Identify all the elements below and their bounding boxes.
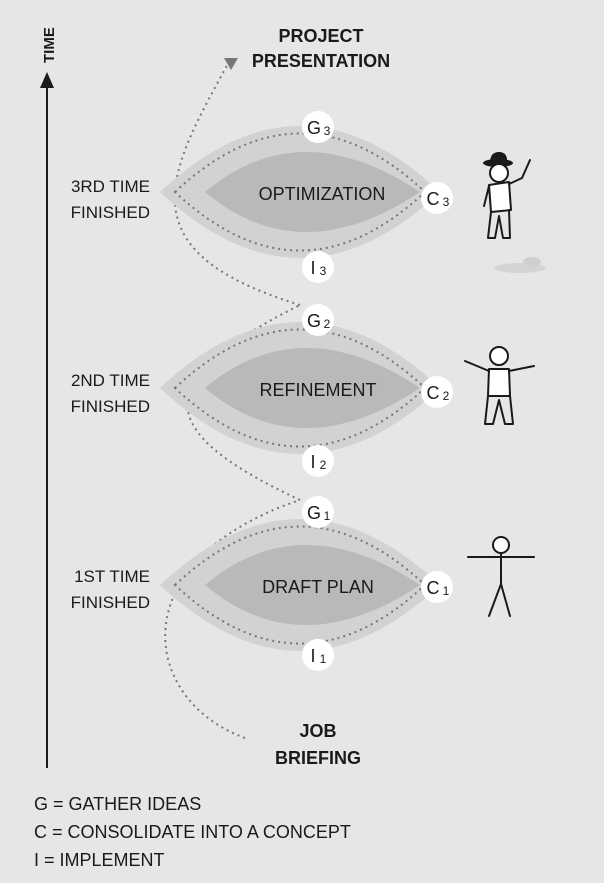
cycle-2-status-line1: 2ND TIME <box>71 371 150 390</box>
svg-text:G: G <box>307 503 321 523</box>
svg-text:2: 2 <box>324 317 331 331</box>
legend-g: G = GATHER IDEAS <box>34 794 201 814</box>
project-presentation-label-line2: PRESENTATION <box>252 51 390 71</box>
svg-text:C: C <box>427 383 440 403</box>
i3-badge: I 3 <box>302 251 334 283</box>
c2-badge: C 2 <box>421 376 453 408</box>
stick-figure-icon <box>467 536 535 617</box>
svg-text:C: C <box>427 578 440 598</box>
svg-text:3: 3 <box>320 264 327 278</box>
svg-text:2: 2 <box>320 458 327 472</box>
svg-text:G: G <box>307 118 321 138</box>
c3-badge: C 3 <box>421 182 453 214</box>
svg-text:3: 3 <box>324 124 331 138</box>
path-arrowhead <box>224 58 238 70</box>
cycle-1: DRAFT PLAN 1ST TIME FINISHED G 1 C 1 I 1 <box>71 496 453 671</box>
cycle-2-status-line2: FINISHED <box>71 397 150 416</box>
project-presentation-label-line1: PROJECT <box>278 26 363 46</box>
g3-badge: G 3 <box>302 111 334 143</box>
svg-text:I: I <box>310 646 315 666</box>
cycle-2-inner-lens <box>205 348 420 428</box>
svg-text:G: G <box>307 311 321 331</box>
legend-c: C = CONSOLIDATE INTO A CONCEPT <box>34 822 351 842</box>
svg-text:1: 1 <box>324 509 331 523</box>
cycle-3-status-line2: FINISHED <box>71 203 150 222</box>
svg-text:3: 3 <box>443 195 450 209</box>
legend-i: I = IMPLEMENT <box>34 850 165 870</box>
job-briefing-label-line1: JOB <box>299 721 336 741</box>
svg-text:1: 1 <box>443 584 450 598</box>
cycle-1-phase: DRAFT PLAN <box>262 577 374 597</box>
cycle-1-inner-lens <box>205 545 420 625</box>
i1-badge: I 1 <box>302 639 334 671</box>
cycle-2-phase: REFINEMENT <box>260 380 377 400</box>
svg-text:C: C <box>427 189 440 209</box>
progress-path <box>164 59 301 739</box>
svg-text:1: 1 <box>320 652 327 666</box>
cycle-2: REFINEMENT 2ND TIME FINISHED G 2 C 2 I 2 <box>71 304 453 477</box>
i2-badge: I 2 <box>302 445 334 477</box>
cycle-3-phase: OPTIMIZATION <box>259 184 386 204</box>
cycle-3-inner-lens <box>205 152 420 232</box>
cycle-1-status-line1: 1ST TIME <box>74 567 150 586</box>
time-axis-arrowhead <box>40 72 54 88</box>
c1-badge: C 1 <box>421 571 453 603</box>
svg-text:I: I <box>310 452 315 472</box>
g1-badge: G 1 <box>302 496 334 528</box>
person-arms-out-icon <box>464 346 535 425</box>
cycle-1-status-line2: FINISHED <box>71 593 150 612</box>
cycle-3: OPTIMIZATION 3RD TIME FINISHED G 3 C 3 I… <box>71 111 453 283</box>
cycle-3-status-line1: 3RD TIME <box>71 177 150 196</box>
job-briefing-label-line2: BRIEFING <box>275 748 361 768</box>
svg-text:I: I <box>310 258 315 278</box>
svg-text:2: 2 <box>443 389 450 403</box>
time-axis-label: TIME <box>41 27 58 63</box>
g2-badge: G 2 <box>302 304 334 336</box>
person-with-hat-icon <box>483 152 546 273</box>
